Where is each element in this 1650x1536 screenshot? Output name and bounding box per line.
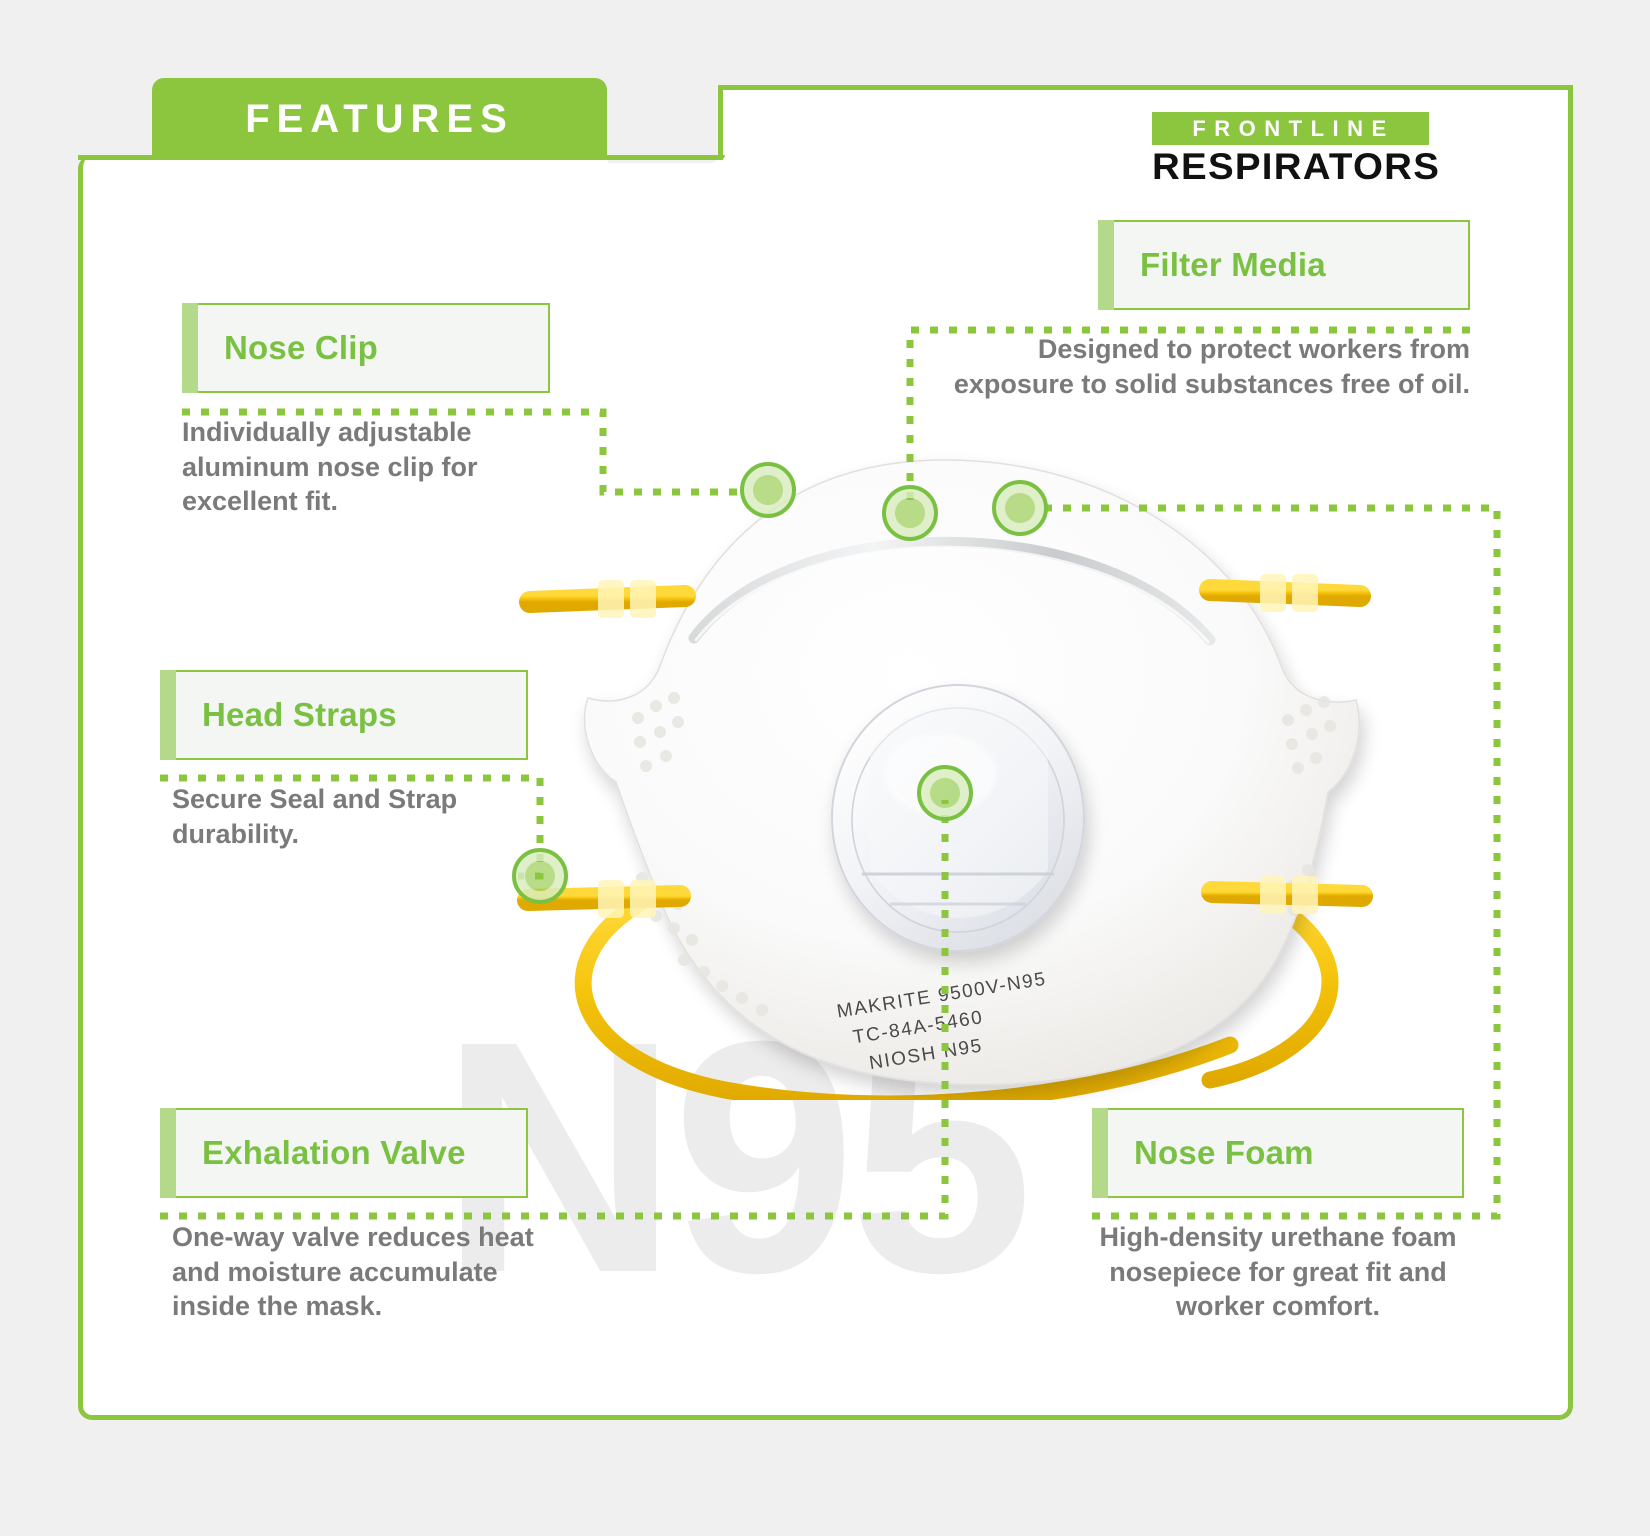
callout-head-straps-title: Head Straps <box>202 696 397 733</box>
features-tab: FEATURES <box>152 78 607 160</box>
callout-nose-foam-header: Nose Foam <box>1092 1108 1464 1198</box>
marker-dot-filter-media-1 <box>882 485 938 541</box>
features-tab-label: FEATURES <box>245 96 514 141</box>
callout-nose-clip-body: Individually adjustable aluminum nose cl… <box>182 417 478 517</box>
logo-frontline-word: FRONTLINE <box>1152 112 1430 146</box>
panel-top-right-fill <box>723 90 1568 170</box>
marker-dot-head-straps <box>512 848 568 904</box>
callout-nose-foam-title: Nose Foam <box>1134 1134 1314 1171</box>
brand-logo: FRONTLINE RESPIRATORS <box>1152 112 1439 188</box>
callout-nose-clip-title: Nose Clip <box>224 329 378 366</box>
respirator-mask-image: MAKRITE 9500V-N95 TC-84A-5460 NIOSH N95 <box>470 400 1420 1113</box>
callout-nose-clip: Nose Clip Individually adjustable alumin… <box>182 303 550 519</box>
panel-top-right-border <box>718 85 1573 90</box>
callout-head-straps-header: Head Straps <box>160 670 528 760</box>
panel-notch-border <box>600 155 725 160</box>
panel-notch-riser-border <box>718 85 723 160</box>
marker-dot-filter-media-2 <box>992 480 1048 536</box>
panel-right-upper-border <box>1568 85 1573 165</box>
callout-head-straps-body: Secure Seal and Strap durability. <box>172 784 458 849</box>
callout-exhalation-valve-header: Exhalation Valve <box>160 1108 528 1198</box>
callout-nose-clip-header: Nose Clip <box>182 303 550 393</box>
marker-dot-exhalation-valve <box>917 765 973 821</box>
callout-head-straps: Head Straps Secure Seal and Strap durabi… <box>160 670 528 851</box>
callout-filter-media-body: Designed to protect workers from exposur… <box>953 334 1470 399</box>
callout-nose-foam: Nose Foam High-density urethane foam nos… <box>1092 1108 1464 1324</box>
callout-filter-media-title: Filter Media <box>1140 246 1326 283</box>
callout-filter-media-header: Filter Media <box>1098 220 1470 310</box>
callout-filter-media: Filter Media Designed to protect workers… <box>954 220 1470 401</box>
callout-exhalation-valve-body: One-way valve reduces heat and moisture … <box>172 1222 534 1322</box>
callout-exhalation-valve: Exhalation Valve One-way valve reduces h… <box>160 1108 534 1324</box>
panel-notch-gap <box>608 85 723 163</box>
callout-exhalation-valve-title: Exhalation Valve <box>202 1134 466 1171</box>
callout-nose-foam-body: High-density urethane foam nosepiece for… <box>1099 1222 1457 1322</box>
logo-respirators-word: RESPIRATORS <box>1152 146 1441 188</box>
marker-dot-nose-clip <box>740 462 796 518</box>
